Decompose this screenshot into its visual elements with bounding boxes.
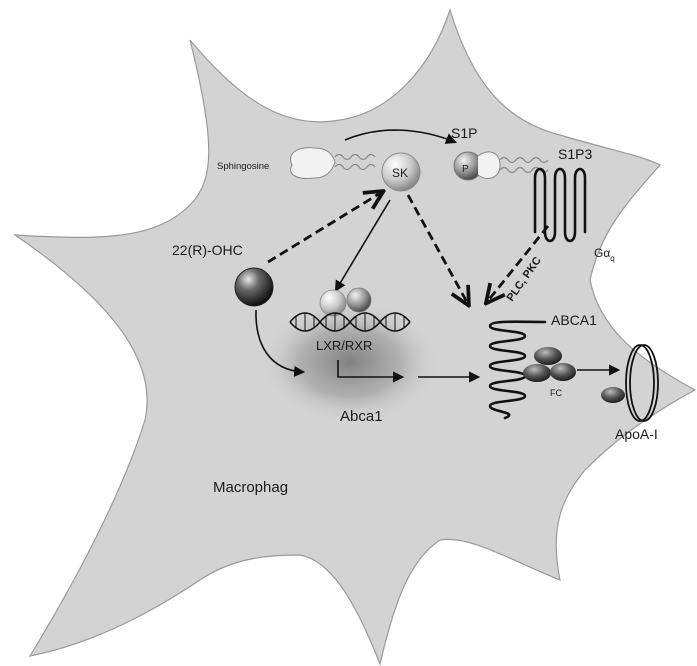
nucleus-region xyxy=(260,300,440,424)
arrow-ohc-to-sk xyxy=(267,192,382,264)
arrow-nucleus-to-abca1 xyxy=(337,360,405,383)
dna-helix xyxy=(289,312,411,332)
g-alpha-text: Gα xyxy=(594,246,610,260)
arrow-sphingosine-to-s1p xyxy=(344,129,458,144)
sphingosine-label: Sphingosine xyxy=(217,161,269,172)
ohc-molecule xyxy=(234,267,274,307)
ohc-label: 22(R)-OHC xyxy=(172,242,243,258)
fc-label: FC xyxy=(550,388,562,398)
g-alpha-q-label: Gαq xyxy=(594,246,615,263)
sk-enzyme xyxy=(381,152,421,192)
lxr-rxr-label: LXR/RXR xyxy=(316,338,372,353)
arrow-ohc-to-nucleus xyxy=(255,309,306,378)
apoa1-label: ApoA-I xyxy=(615,426,658,442)
s1p3-receptor xyxy=(533,167,587,243)
lxr-rxr-complex xyxy=(319,287,372,317)
s1p-molecule xyxy=(453,151,549,181)
p-label: P xyxy=(462,164,469,175)
abca1-gene-label: Abca1 xyxy=(340,408,383,425)
apoa1-particle xyxy=(601,344,659,422)
abca1-protein-label: ABCA1 xyxy=(551,312,597,328)
sk-label: SK xyxy=(392,166,408,180)
s1p3-label: S1P3 xyxy=(558,146,592,162)
arrow-s1p3-to-abca1 xyxy=(487,225,550,302)
macrophage-label: Macrophag xyxy=(213,479,288,496)
arrow-sk-to-lxr xyxy=(334,199,391,292)
free-cholesterol xyxy=(523,347,576,382)
sphingosine-molecule xyxy=(290,147,376,179)
g-alpha-subscript: q xyxy=(610,254,614,263)
arrow-sk-to-abca1 xyxy=(406,194,468,304)
abca1-transporter xyxy=(488,320,547,420)
s1p-label: S1P xyxy=(451,125,477,141)
